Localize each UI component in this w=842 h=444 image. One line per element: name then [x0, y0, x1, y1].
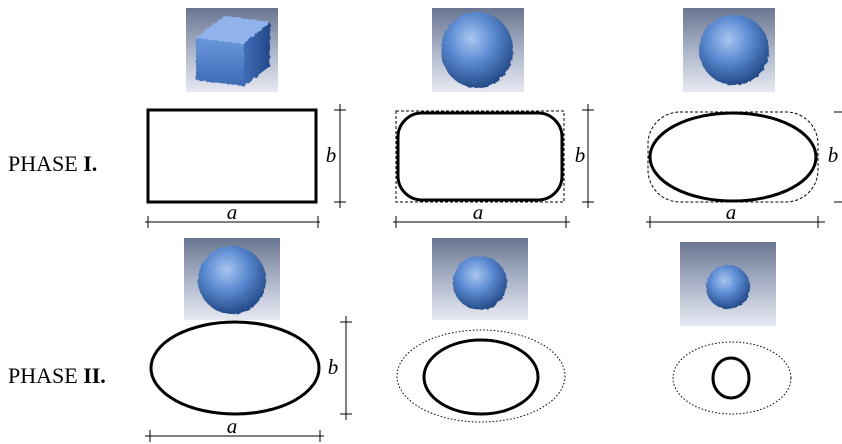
dimension-b-row1-col3: b: [828, 111, 842, 203]
shape-ellipse-phase2: [149, 320, 321, 416]
particle-tile-sphere-large: [683, 8, 775, 92]
a-label: a: [227, 414, 238, 438]
particle-tile-cube: [186, 8, 278, 92]
particle-tile-sphere-small: [680, 242, 776, 326]
dimension-a-row2-col1: a: [145, 414, 324, 442]
particle-tile-rounded-cube: [432, 8, 524, 92]
shape-ellipse-phase1: [647, 111, 819, 203]
shape-rounded-rectangle: [395, 110, 565, 203]
dimension-a-row1-col2: a: [393, 200, 570, 228]
dimension-b-row2-col1: b: [328, 316, 352, 420]
b-label: b: [328, 355, 339, 379]
b-label: b: [575, 143, 586, 167]
phase-1-label: PHASE I.: [8, 151, 97, 176]
dimension-b-row1-col1: b: [326, 104, 346, 208]
shape-rectangle: [146, 108, 318, 204]
a-label: a: [227, 200, 238, 224]
phase-2-label: PHASE II.: [8, 363, 106, 388]
a-label: a: [726, 200, 737, 224]
particle-tile-sphere-phase2: [184, 238, 280, 320]
dimension-b-row1-col2: b: [575, 104, 594, 208]
dimension-a-row1-col1: a: [145, 200, 320, 228]
a-label: a: [473, 200, 484, 224]
dimension-a-row1-col3: a: [646, 200, 825, 228]
b-label: b: [326, 143, 337, 167]
shape-circle-small: [672, 341, 792, 415]
shape-ellipse-shrinking: [396, 329, 566, 423]
b-label: b: [828, 143, 839, 167]
particle-tile-sphere-medium: [432, 238, 528, 320]
